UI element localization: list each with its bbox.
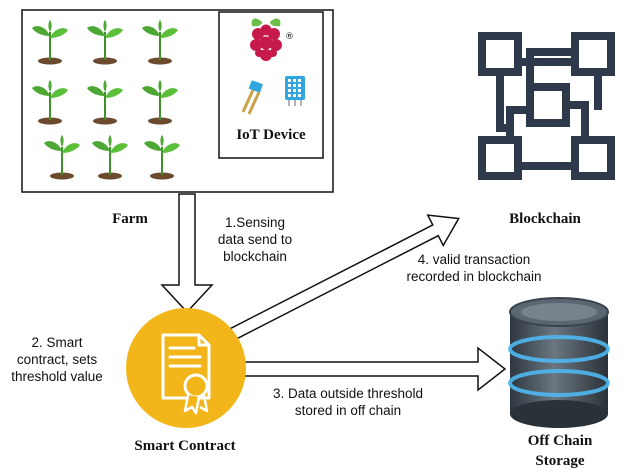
off-chain-storage-label: Off Chain Storage — [495, 431, 625, 471]
step3-line: stored in off chain — [294, 403, 402, 418]
step1-line: blockchain — [223, 249, 287, 264]
step2-line: threshold value — [11, 369, 103, 384]
certificate-icon — [126, 308, 246, 428]
arrow-contract-to-offchain — [235, 346, 507, 392]
arrow-farm-to-contract — [160, 193, 214, 314]
blockchain-icon — [478, 32, 615, 180]
blockchain-label: Blockchain — [509, 211, 581, 227]
soil-moisture-sensor-icon — [241, 80, 264, 115]
step3-line: 3. Data outside threshold — [272, 386, 424, 401]
step3-label: 3. Data outside threshold stored in off … — [248, 385, 448, 419]
step2-line: contract, sets — [16, 352, 98, 367]
raspberry-pi-icon — [250, 18, 282, 61]
step4-line: 4. valid transaction — [417, 252, 531, 267]
arrow-contract-to-blockchain — [225, 214, 460, 343]
step2-label: 2. Smart contract, sets threshold value — [2, 334, 112, 385]
off-chain-label-line2: Storage — [535, 453, 585, 469]
step4-line: recorded in blockchain — [406, 269, 542, 284]
step4-label: 4. valid transaction recorded in blockch… — [384, 251, 564, 285]
smart-contract-label: Smart Contract — [134, 438, 236, 454]
temperature-sensor-icon — [285, 76, 305, 106]
step1-line: 1.Sensing — [224, 215, 286, 230]
iot-device-label: IoT Device — [236, 127, 306, 143]
farm-label: Farm — [112, 211, 148, 227]
step1-line: data send to — [217, 232, 293, 247]
step1-label: 1.Sensing data send to blockchain — [200, 214, 310, 265]
step2-line: 2. Smart — [31, 335, 83, 350]
registered-mark: ® — [285, 32, 294, 42]
off-chain-label-line1: Off Chain — [527, 433, 593, 449]
database-icon — [508, 297, 610, 428]
